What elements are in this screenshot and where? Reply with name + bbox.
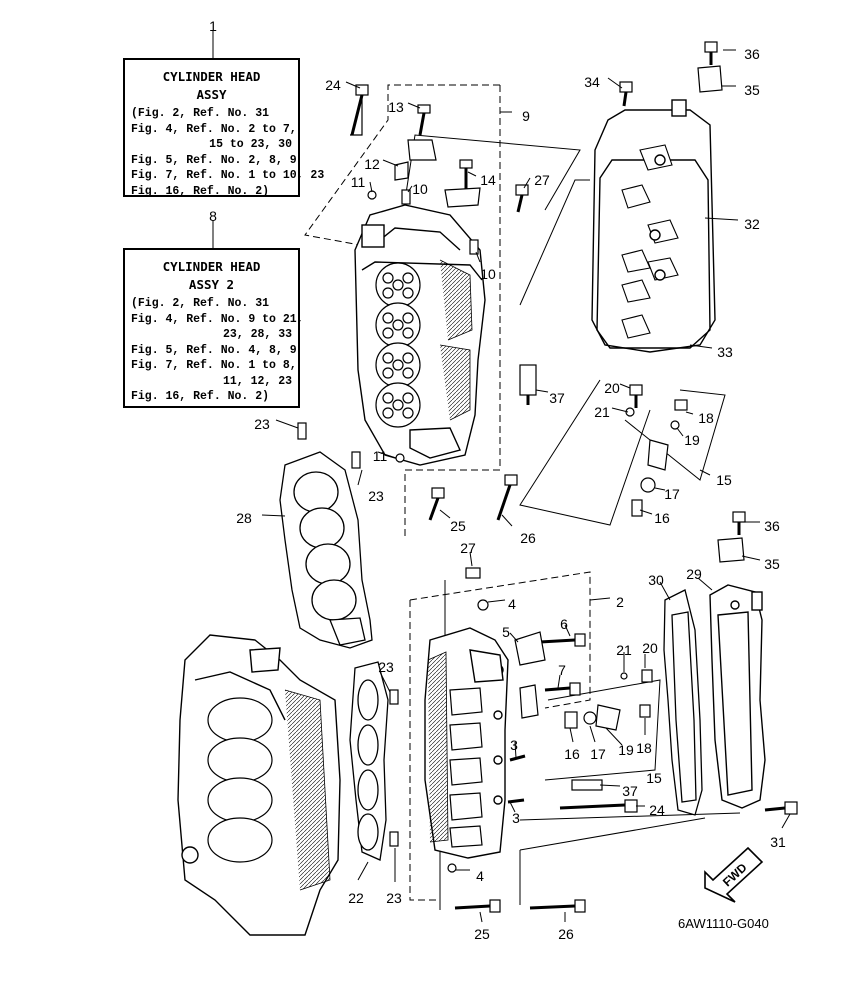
assy-box-line: 15 to 23, 30 (209, 138, 292, 151)
callout-c9: 9 (522, 108, 530, 124)
callout-c21a: 21 (594, 404, 610, 420)
cylinder-head-cover (591, 99, 716, 353)
assy-box-subtitle: ASSY (196, 87, 227, 102)
callout-c37a: 37 (549, 390, 565, 406)
callout-c4b: 4 (476, 868, 484, 884)
callout-c7: 7 (558, 662, 566, 678)
cylinder-head-cover-2 (709, 584, 766, 809)
callout-c4a: 4 (508, 596, 516, 612)
fasteners (297, 41, 798, 913)
head-gasket-2 (279, 451, 373, 649)
callout-c27a: 27 (534, 172, 550, 188)
callout-c20b: 20 (642, 640, 658, 656)
callout-c12: 12 (364, 156, 380, 172)
callout-c14: 14 (480, 172, 496, 188)
assy-box-subtitle: ASSY 2 (188, 277, 235, 292)
callout-c26b: 26 (558, 926, 574, 942)
callout-c35b: 35 (764, 556, 780, 572)
diagram-code: 6AW1110-G040 (678, 916, 769, 931)
callout-c16b: 16 (564, 746, 580, 762)
assy-box-line: Fig. 5, Ref. No. 2, 8, 9 (131, 153, 297, 167)
assy-box-line: Fig. 16, Ref. No. 2) (131, 184, 270, 198)
callout-c29: 29 (686, 566, 702, 582)
callout-c31: 31 (770, 834, 786, 850)
assy-box-cylinder-head: CYLINDER HEAD ASSY (Fig. 2, Ref. No. 31 … (123, 58, 325, 198)
callout-c37b: 37 (622, 783, 638, 799)
assy-box-line: (Fig. 2, Ref. No. 31 (131, 107, 270, 120)
callout-c3b: 3 (512, 810, 520, 826)
callout-c25a: 25 (450, 518, 466, 534)
callout-c23b: 23 (368, 488, 384, 504)
assy-box-cylinder-head-2: CYLINDER HEAD ASSY 2 (Fig. 2, Ref. No. 3… (123, 248, 304, 408)
callout-c1: 1 (209, 18, 217, 34)
cylinder-head-1 (424, 627, 509, 859)
callout-c19a: 19 (684, 432, 700, 448)
callout-c2: 2 (616, 594, 624, 610)
callout-c11b: 11 (373, 448, 388, 464)
callout-c26a: 26 (520, 530, 536, 546)
callout-c18b: 18 (636, 740, 652, 756)
assy-box-title: CYLINDER HEAD (162, 259, 261, 274)
callout-c10b: 10 (480, 266, 496, 282)
callout-c13: 13 (388, 99, 404, 115)
callout-c25b: 25 (474, 926, 490, 942)
callout-c21b: 21 (616, 642, 632, 658)
callout-c15b: 15 (646, 770, 662, 786)
callout-c30: 30 (648, 572, 664, 588)
callout-c10a: 10 (412, 181, 428, 197)
callout-c24b: 24 (649, 802, 665, 818)
callout-c36b: 36 (764, 518, 780, 534)
forward-arrow-icon (704, 846, 764, 903)
callout-c3a: 3 (510, 737, 518, 753)
assy-box-title: CYLINDER HEAD (162, 69, 261, 84)
callout-c36a: 36 (744, 46, 760, 62)
callout-c16a: 16 (654, 510, 670, 526)
callout-c34: 34 (584, 74, 600, 90)
cylinder-head-2 (354, 204, 486, 466)
callout-c18a: 18 (698, 410, 714, 426)
callout-c22: 22 (348, 890, 364, 906)
assy-box-line: 23, 28, 33 (222, 328, 292, 341)
assy2-dashed-boundary (304, 84, 501, 540)
assy-box-line: (Fig. 2, Ref. No. 31 (131, 297, 270, 310)
callout-c20a: 20 (604, 380, 620, 396)
assy-box-line: Fig. 7, Ref. No. 1 to 10, 23 (131, 169, 325, 182)
callout-c19b: 19 (618, 742, 634, 758)
callout-c5: 5 (502, 624, 510, 640)
assy-box-line: Fig. 16, Ref. No. 2) (131, 390, 270, 403)
callout-c15a: 15 (716, 472, 732, 488)
callout-c27b: 27 (460, 540, 476, 556)
assy-box-line: Fig. 4, Ref. No. 9 to 21, (131, 312, 304, 326)
callout-c32: 32 (744, 216, 760, 232)
callout-c23a: 23 (254, 416, 270, 432)
callout-c28: 28 (236, 510, 252, 526)
assy1-dashed-boundary (409, 571, 591, 901)
callout-c8: 8 (209, 208, 217, 224)
callout-c33: 33 (717, 344, 733, 360)
callout-c23d: 23 (386, 890, 402, 906)
callout-c23c: 23 (378, 659, 394, 675)
callout-c24a: 24 (325, 77, 341, 93)
callout-c35a: 35 (744, 82, 760, 98)
assy-box-line: Fig. 7, Ref. No. 1 to 8, (131, 359, 297, 372)
leader-lines (212, 30, 791, 923)
cover-gasket (663, 589, 703, 816)
callout-c17a: 17 (664, 486, 680, 502)
callout-c11a: 11 (351, 174, 366, 190)
callout-c17b: 17 (590, 746, 606, 762)
callout-c6: 6 (560, 616, 568, 632)
assy-box-line: Fig. 4, Ref. No. 2 to 7, (131, 122, 297, 136)
assy-box-line: Fig. 5, Ref. No. 4, 8, 9 (131, 343, 297, 357)
assy-box-line: 11, 12, 23 (222, 374, 292, 388)
head-gasket-1 (349, 661, 389, 861)
cylinder-block (177, 634, 341, 936)
